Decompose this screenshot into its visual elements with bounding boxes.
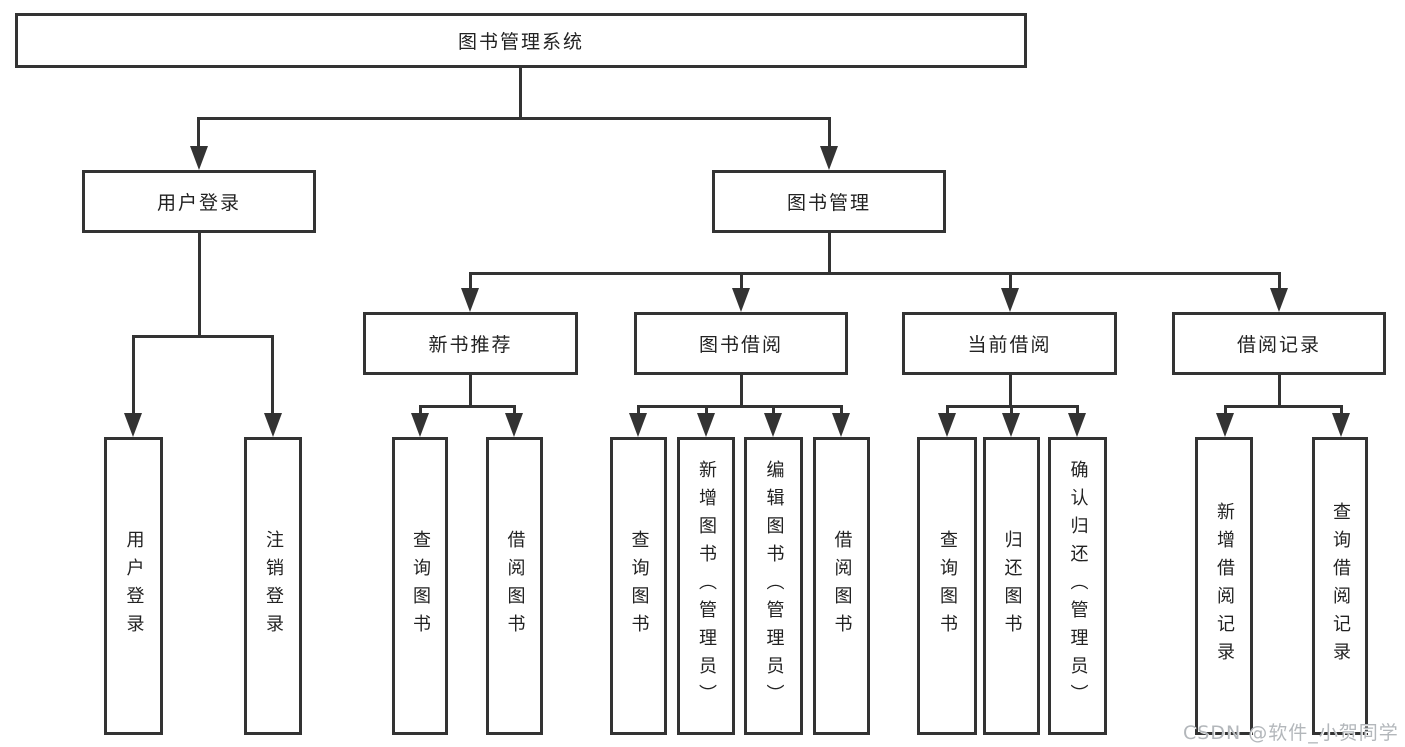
node-current-borrow-label: 当前借阅 bbox=[967, 334, 1052, 356]
node-leaf-label: 查询图书 bbox=[410, 530, 431, 642]
connector-line bbox=[519, 68, 522, 119]
node-root-label: 图书管理系统 bbox=[457, 31, 584, 53]
arrowhead-down-icon bbox=[1001, 288, 1019, 312]
node-leaf-add-book-admin: 新增图书（管理员） bbox=[677, 437, 735, 735]
arrowhead-down-icon bbox=[1270, 288, 1288, 312]
node-leaf-label: 注销登录 bbox=[263, 530, 284, 642]
node-leaf-label: 查询借阅记录 bbox=[1330, 502, 1351, 670]
connector-line bbox=[1010, 405, 1013, 419]
node-root: 图书管理系统 bbox=[15, 13, 1027, 68]
connector-line bbox=[1009, 272, 1012, 294]
node-user-login-label: 用户登录 bbox=[156, 192, 241, 214]
connector-line bbox=[637, 405, 640, 419]
connector-line bbox=[637, 405, 843, 408]
arrowhead-down-icon bbox=[938, 413, 956, 437]
connector-line bbox=[1224, 405, 1343, 408]
connector-line bbox=[1340, 405, 1343, 419]
node-leaf-label: 新增借阅记录 bbox=[1214, 502, 1235, 670]
node-leaf-label: 编辑图书（管理员） bbox=[763, 460, 785, 712]
node-leaf-return-book: 归还图书 bbox=[983, 437, 1040, 735]
node-leaf-label: 归还图书 bbox=[1001, 530, 1023, 642]
node-book-management-label: 图书管理 bbox=[786, 192, 871, 214]
connector-line bbox=[828, 232, 831, 275]
connector-line bbox=[419, 405, 422, 419]
connector-line bbox=[419, 405, 515, 408]
csdn-watermark: CSDN @软件_小贺同学 bbox=[1183, 722, 1399, 744]
connector-line bbox=[1278, 374, 1281, 408]
node-leaf-label: 查询图书 bbox=[937, 530, 958, 642]
node-new-book-recommend: 新书推荐 bbox=[363, 312, 578, 375]
arrowhead-down-icon bbox=[1332, 413, 1350, 437]
node-user-login: 用户登录 bbox=[82, 170, 316, 233]
node-leaf-logout: 注销登录 bbox=[244, 437, 302, 735]
connector-line bbox=[946, 405, 949, 419]
arrowhead-down-icon bbox=[190, 146, 208, 170]
arrowhead-down-icon bbox=[629, 413, 647, 437]
node-book-borrow: 图书借阅 bbox=[634, 312, 848, 375]
node-new-book-recommend-label: 新书推荐 bbox=[428, 334, 513, 356]
connector-line bbox=[1278, 272, 1281, 294]
arrowhead-down-icon bbox=[764, 413, 782, 437]
node-leaf-query-books-2: 查询图书 bbox=[610, 437, 667, 735]
connector-line bbox=[828, 117, 831, 149]
connector-line bbox=[198, 232, 201, 338]
node-leaf-user-login: 用户登录 bbox=[104, 437, 163, 735]
connector-line bbox=[772, 405, 775, 419]
connector-line bbox=[271, 335, 274, 417]
node-leaf-query-books-1: 查询图书 bbox=[392, 437, 448, 735]
node-leaf-edit-book-admin: 编辑图书（管理员） bbox=[744, 437, 803, 735]
node-leaf-label: 确认归还（管理员） bbox=[1067, 460, 1089, 712]
node-leaf-label: 新增图书（管理员） bbox=[696, 460, 717, 712]
node-leaf-add-borrow-record: 新增借阅记录 bbox=[1195, 437, 1253, 735]
arrowhead-down-icon bbox=[411, 413, 429, 437]
connector-line bbox=[469, 374, 472, 408]
connector-line bbox=[740, 374, 743, 408]
connector-line bbox=[1009, 374, 1012, 408]
node-leaf-label: 用户登录 bbox=[123, 530, 145, 642]
connector-line bbox=[132, 335, 274, 338]
arrowhead-down-icon bbox=[461, 288, 479, 312]
connector-line bbox=[197, 117, 831, 120]
node-leaf-label: 借阅图书 bbox=[831, 530, 853, 642]
arrowhead-down-icon bbox=[697, 413, 715, 437]
connector-line bbox=[197, 117, 200, 149]
connector-line bbox=[1076, 405, 1079, 419]
node-book-borrow-label: 图书借阅 bbox=[698, 334, 783, 356]
node-book-management: 图书管理 bbox=[712, 170, 946, 233]
node-borrow-records-label: 借阅记录 bbox=[1236, 334, 1321, 356]
arrowhead-down-icon bbox=[820, 146, 838, 170]
connector-line bbox=[513, 405, 516, 419]
arrowhead-down-icon bbox=[1068, 413, 1086, 437]
node-current-borrow: 当前借阅 bbox=[902, 312, 1117, 375]
arrowhead-down-icon bbox=[505, 413, 523, 437]
arrowhead-down-icon bbox=[1002, 413, 1020, 437]
node-leaf-borrow-books-1: 借阅图书 bbox=[486, 437, 543, 735]
arrowhead-down-icon bbox=[832, 413, 850, 437]
connector-line bbox=[469, 272, 1281, 275]
arrowhead-down-icon bbox=[732, 288, 750, 312]
connector-line bbox=[705, 405, 708, 419]
node-leaf-query-books-3: 查询图书 bbox=[917, 437, 977, 735]
connector-line bbox=[840, 405, 843, 419]
arrowhead-down-icon bbox=[1216, 413, 1234, 437]
connector-line bbox=[1224, 405, 1227, 419]
arrowhead-down-icon bbox=[264, 413, 282, 437]
node-leaf-borrow-books-2: 借阅图书 bbox=[813, 437, 870, 735]
connector-line bbox=[469, 272, 472, 294]
connector-line bbox=[740, 272, 743, 294]
node-leaf-confirm-return-admin: 确认归还（管理员） bbox=[1048, 437, 1107, 735]
connector-line bbox=[132, 335, 135, 417]
node-leaf-label: 借阅图书 bbox=[504, 530, 526, 642]
node-borrow-records: 借阅记录 bbox=[1172, 312, 1386, 375]
node-leaf-label: 查询图书 bbox=[628, 530, 650, 642]
node-leaf-query-borrow-record: 查询借阅记录 bbox=[1312, 437, 1368, 735]
arrowhead-down-icon bbox=[124, 413, 142, 437]
